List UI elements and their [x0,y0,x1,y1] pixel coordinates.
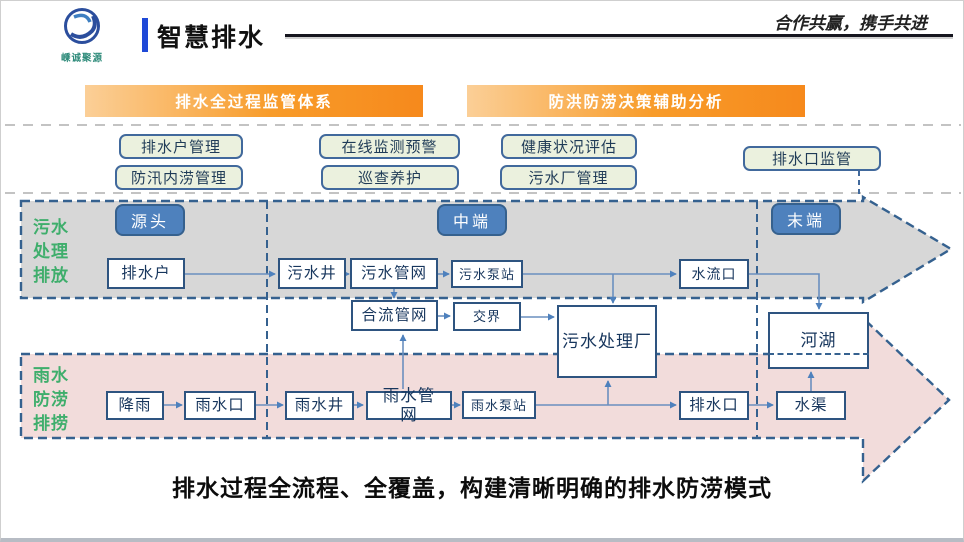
node-rain-pump: 雨水泵站 [462,391,536,419]
logo-icon [64,8,100,44]
node-junction: 交界 [453,302,521,331]
node-discharge-outlet: 排水口 [679,391,749,420]
lane-label-rain: 雨水 防涝 排捞 [33,364,69,436]
band-border-overlay [768,353,869,355]
mgmt-drain-user: 排水户管理 [119,134,243,159]
stage-end: 末端 [771,203,841,235]
node-sewage-pump: 污水泵站 [451,260,523,288]
node-rainfall: 降雨 [106,391,164,420]
header-slogan: 合作共赢，携手共进 [774,14,927,33]
connectors [164,270,823,409]
node-sewage-well: 污水井 [278,258,346,289]
lane-rain-line3: 排捞 [33,414,69,433]
mgmt-health-eval: 健康状况评估 [501,134,637,159]
mgmt-plant: 污水厂管理 [500,165,637,190]
node-river-lake: 河湖 [768,312,869,369]
stage-middle: 中端 [437,204,507,236]
company-logo: 嵊诚聚源 [47,7,117,64]
mgmt-inspection: 巡查养护 [321,165,459,190]
node-rain-inlet: 雨水口 [184,391,256,420]
node-combined-network: 合流管网 [351,300,438,331]
logo-text: 嵊诚聚源 [60,53,103,64]
header-rule [285,34,953,37]
lane-label-sewage: 污水 处理 排放 [33,216,69,288]
lane-rain-line1: 雨水 [33,366,69,385]
lane-sewage-line3: 排放 [33,266,69,285]
mgmt-online-monitor: 在线监测预警 [319,134,460,159]
node-channel: 水渠 [776,391,846,420]
node-drain-user: 排水户 [107,258,185,289]
stage-source: 源头 [115,204,185,236]
node-outfall: 水流口 [679,259,749,289]
title-accent-bar [142,18,148,52]
node-rain-network: 雨水管网 [366,387,452,424]
lane-sewage-line2: 处理 [33,242,69,261]
node-sewage-plant: 污水处理厂 [557,305,657,378]
node-rain-well: 雨水井 [285,391,354,420]
lane-sewage-line1: 污水 [33,218,69,237]
mgmt-outlet: 排水口监管 [743,146,881,171]
page-title: 智慧排水 [157,24,266,52]
lane-rain-line2: 防涝 [33,390,69,409]
mgmt-flood: 防汛内涝管理 [115,165,243,190]
banner-flood-analysis: 防洪防涝决策辅助分析 [467,85,805,117]
slide-caption: 排水过程全流程、全覆盖，构建清晰明确的排水防涝模式 [172,475,772,501]
node-sewage-network: 污水管网 [350,258,438,289]
banner-supervision-system: 排水全过程监管体系 [85,85,423,117]
